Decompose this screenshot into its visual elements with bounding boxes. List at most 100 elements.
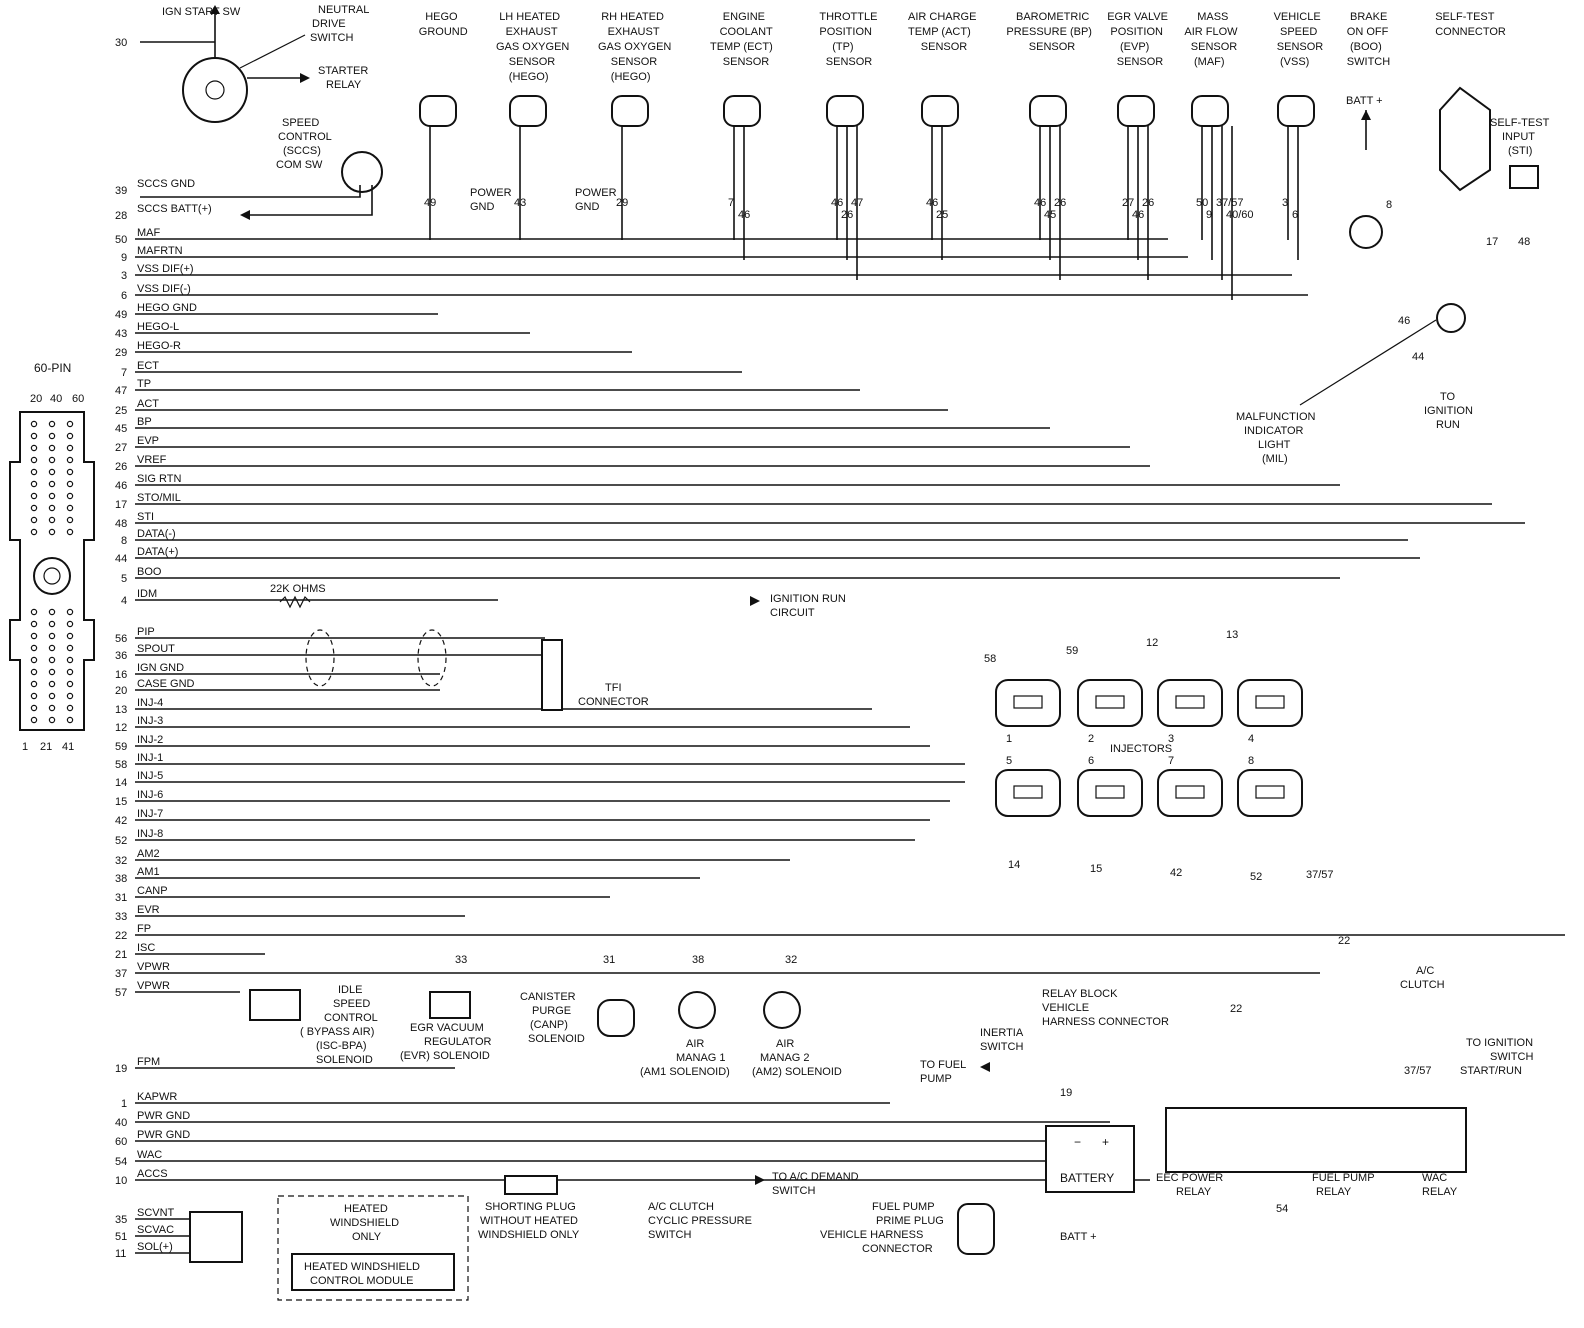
sensor-label: EXHAUST xyxy=(608,26,660,38)
evr-solenoid xyxy=(429,991,471,1019)
pin-number: 35 xyxy=(115,1214,127,1226)
heated-ws-label: HEATED xyxy=(344,1203,388,1215)
sti-connector xyxy=(1509,165,1539,189)
fp-prime-label: VEHICLE HARNESS xyxy=(820,1229,923,1241)
shield-icon xyxy=(417,629,447,687)
sensor-label: SENSOR xyxy=(611,56,658,68)
ac-demand-label: TO A/C DEMAND xyxy=(772,1171,859,1183)
pin-hole xyxy=(48,608,56,616)
pin-number: 46 xyxy=(115,480,127,492)
sensor-connector xyxy=(723,95,761,127)
sensor-label: COOLANT xyxy=(720,26,773,38)
pin-label: ISC xyxy=(137,942,155,954)
pin-label: MAFRTN xyxy=(137,245,183,257)
pin-number: 31 xyxy=(115,892,127,904)
pin-label: VPWR xyxy=(137,980,170,992)
pin-hole xyxy=(48,644,56,652)
injector-socket xyxy=(1175,695,1205,709)
pin-number: 22 xyxy=(115,930,127,942)
sti-label: INPUT xyxy=(1502,131,1535,143)
pin-number: 15 xyxy=(115,796,127,808)
pin-hole xyxy=(30,468,38,476)
pin-label: HEGO-L xyxy=(137,321,179,333)
sensor-label: SENSOR xyxy=(826,56,873,68)
inertia-label: SWITCH xyxy=(980,1041,1023,1053)
sensor-connector xyxy=(509,95,547,127)
pin-label: DATA(+) xyxy=(137,546,178,558)
evr-label: (EVR) SOLENOID xyxy=(400,1050,490,1062)
injector-wire-number: 42 xyxy=(1170,867,1182,879)
battery-plus: + xyxy=(1102,1135,1109,1149)
isc-label: SOLENOID xyxy=(316,1054,373,1066)
relay-block-label: HARNESS CONNECTOR xyxy=(1042,1016,1169,1028)
self-test-connector xyxy=(1439,86,1491,192)
mil-label: (MIL) xyxy=(1262,453,1288,465)
pin-hole xyxy=(30,516,38,524)
wire-number: 44 xyxy=(1412,351,1424,363)
injector-number: 3 xyxy=(1168,733,1174,745)
pin-hole xyxy=(48,632,56,640)
pin-hole xyxy=(66,608,74,616)
canp-label: (CANP) xyxy=(530,1019,568,1031)
sensor-label: SENSOR xyxy=(1029,41,1076,53)
am-label: MANAG 1 xyxy=(676,1052,726,1064)
sensor-connector xyxy=(611,95,649,127)
heated-ws-label: WINDSHIELD xyxy=(330,1217,399,1229)
ecu-bottom-pin: 1 xyxy=(22,741,28,753)
sensor-pin: 46 xyxy=(1132,209,1144,221)
heated-ws-module xyxy=(291,1253,455,1291)
pin-number: 36 xyxy=(115,650,127,662)
isc-label: CONTROL xyxy=(324,1012,378,1024)
eec-relay-label: EEC POWER xyxy=(1156,1172,1223,1184)
batt-label: BATT + xyxy=(1060,1231,1097,1243)
pin-number: 14 xyxy=(115,777,127,789)
pin-label: TP xyxy=(137,378,151,390)
injector-number: 4 xyxy=(1248,733,1254,745)
pin-label: INJ-2 xyxy=(137,734,163,746)
wac-relay-label: WAC xyxy=(1422,1172,1447,1184)
pin-number: 38 xyxy=(115,873,127,885)
pin-label: PWR GND xyxy=(137,1110,190,1122)
sensor-pin: 46 xyxy=(1034,197,1046,209)
battery-label: BATTERY xyxy=(1060,1171,1114,1185)
am1-solenoid xyxy=(678,991,716,1029)
wire-number: 8 xyxy=(1386,199,1392,211)
ecu-pin-holes xyxy=(30,420,74,724)
pin-number: 26 xyxy=(115,461,127,473)
pin-number: 30 xyxy=(115,37,127,49)
ecu-title: 60-PIN xyxy=(34,361,71,375)
wire-number: 38 xyxy=(692,954,704,966)
wire-number: 48 xyxy=(1518,236,1530,248)
injector-socket xyxy=(1013,785,1043,799)
sensor-pin: 7 xyxy=(728,197,734,209)
pin-label: PIP xyxy=(137,626,155,638)
injector xyxy=(1157,769,1223,817)
wire-number: 31 xyxy=(603,954,615,966)
relay-block-area: RELAY BLOCK VEHICLE HARNESS CONNECTOR IN… xyxy=(189,965,1533,1301)
sccs-label: COM SW xyxy=(276,159,323,171)
pin-hole xyxy=(30,620,38,628)
sensor-pin: 27 xyxy=(1122,197,1134,209)
sensor-pin: 47 xyxy=(851,197,863,209)
sensor-connector xyxy=(1117,95,1155,127)
am-label: (AM2) SOLENOID xyxy=(752,1066,842,1078)
ac-cyclic-label: CYCLIC PRESSURE xyxy=(648,1215,752,1227)
pin-number: 56 xyxy=(115,633,127,645)
sensor-label: SENSOR xyxy=(1191,41,1238,53)
pin-label: CANP xyxy=(137,885,168,897)
sensor-pin: 26 xyxy=(1054,197,1066,209)
injector-wire-number: 58 xyxy=(984,653,996,665)
pin-hole xyxy=(30,456,38,464)
injector xyxy=(1157,679,1223,727)
sti-label: (STI) xyxy=(1508,145,1532,157)
heated-ws-box xyxy=(277,1195,469,1301)
pin-hole xyxy=(30,632,38,640)
pin-hole xyxy=(30,504,38,512)
sensor-pin: 29 xyxy=(616,197,628,209)
sensor-connector xyxy=(826,95,864,127)
wac-relay-label: RELAY xyxy=(1422,1186,1458,1198)
pin-hole xyxy=(48,716,56,724)
sensor-label: SELF-TEST xyxy=(1435,11,1495,23)
ign-switch-label: TO IGNITION xyxy=(1466,1037,1533,1049)
